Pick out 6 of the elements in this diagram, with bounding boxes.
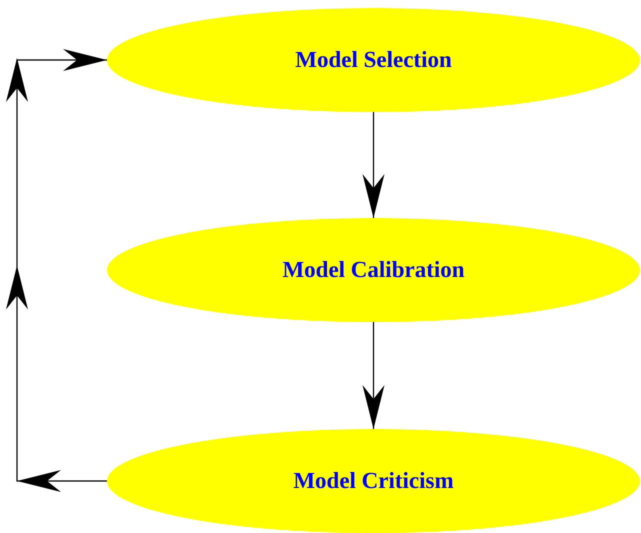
arrow [362,322,384,429]
node-label: Model Selection [295,46,452,74]
arrow [362,112,384,218]
node-label: Model Criticism [293,466,454,495]
node-label: Model Calibration [282,256,465,284]
arrow [6,49,107,492]
